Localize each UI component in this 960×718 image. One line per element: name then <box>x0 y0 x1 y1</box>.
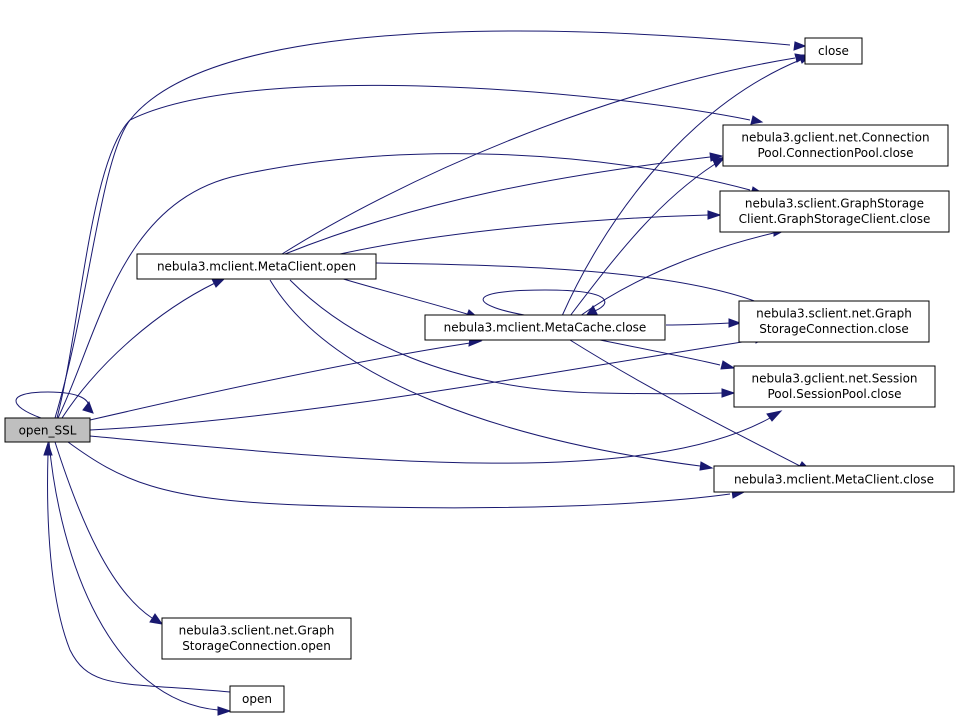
edge-open-ssl-to-gsconn-open <box>54 441 153 619</box>
node-label: nebula3.mclient.MetaClient.open <box>157 260 356 274</box>
node-box <box>713 465 955 493</box>
node-open-ssl[interactable]: open_SSL <box>4 417 91 443</box>
arrowhead <box>43 441 53 456</box>
node-label: open <box>242 692 272 706</box>
node-box <box>722 124 949 167</box>
node-box <box>733 365 936 408</box>
edge-metaclient-open-to-close <box>281 57 796 255</box>
arrowhead <box>721 388 736 398</box>
node-label: close <box>818 44 849 58</box>
arrowhead <box>217 706 232 716</box>
node-label-line-2: StorageConnection.close <box>759 322 909 336</box>
node-metacache-close[interactable]: nebula3.mclient.MetaCache.close <box>424 314 666 341</box>
node-gclient-sessionpool-close[interactable]: nebula3.gclient.net.Session Pool.Session… <box>733 365 936 408</box>
edge-metacache-close-to-sessionpool-close <box>599 339 721 366</box>
node-metaclient-open[interactable]: nebula3.mclient.MetaClient.open <box>136 253 377 280</box>
node-label-line-2: Pool.SessionPool.close <box>768 387 902 401</box>
edge-open-ssl-to-gsclient-close <box>57 153 751 419</box>
edges <box>15 30 801 711</box>
node-label-line-1: nebula3.gclient.net.Session <box>751 372 917 386</box>
node-box <box>719 190 950 233</box>
node-label-line-1: nebula3.sclient.GraphStorage <box>745 197 924 211</box>
arrowhead <box>750 115 764 125</box>
edge-open-ssl-to-gsconn-close <box>89 339 756 431</box>
edge-metacache-close-to-gsconn-close <box>665 322 731 326</box>
node-close[interactable]: close <box>804 37 863 65</box>
edge-metaclient-open-to-gsclient-close <box>339 214 709 255</box>
edge-metacache-close-to-metaclient-close <box>569 339 801 467</box>
edge-metacache-close-to-connpool-close <box>569 163 716 317</box>
arrowhead <box>720 360 736 370</box>
node-box <box>229 685 285 713</box>
arrowhead <box>709 152 724 162</box>
edge-open-ssl-to-metacache-close <box>89 342 471 421</box>
edge-metaclient-open-to-metacache-close <box>339 277 468 315</box>
edge-metaclient-open-to-sessionpool-close <box>289 279 723 395</box>
arrowhead <box>712 156 727 168</box>
edge-metaclient-open-to-connpool-close <box>284 156 711 255</box>
arrowhead <box>766 410 783 422</box>
edge-open-ssl-self <box>15 391 90 419</box>
node-label-line-1: nebula3.gclient.net.Connection <box>741 131 929 145</box>
edge-open-to-open-ssl <box>47 453 231 693</box>
node-label-line-2: StorageConnection.open <box>182 639 331 653</box>
arrowhead <box>707 210 722 220</box>
edge-open-ssl-to-metaclient-open <box>61 282 216 419</box>
arrowhead <box>149 613 164 625</box>
node-metaclient-close[interactable]: nebula3.mclient.MetaClient.close <box>713 465 955 493</box>
node-label: nebula3.mclient.MetaCache.close <box>444 321 647 335</box>
nodes: open_SSL close nebula3.gclient.net.Conne… <box>4 37 955 713</box>
node-label: nebula3.mclient.MetaClient.close <box>734 473 934 487</box>
node-box <box>424 314 666 341</box>
edge-open-ssl-to-metaclient-close <box>67 441 731 509</box>
node-label-line-1: nebula3.sclient.net.Graph <box>179 624 335 638</box>
node-open[interactable]: open <box>229 685 285 713</box>
edge-metacache-close-to-close <box>561 59 801 317</box>
arrowhead <box>793 41 807 51</box>
node-sclient-graphstorageconnection-close[interactable]: nebula3.sclient.net.Graph StorageConnect… <box>738 300 930 343</box>
node-sclient-graphstorageconnection-open[interactable]: nebula3.sclient.net.Graph StorageConnect… <box>161 617 352 660</box>
edge-open-ssl-to-open <box>48 441 219 711</box>
edge-metaclient-open-to-gsconn-close <box>375 262 766 306</box>
node-label-line-1: nebula3.sclient.net.Graph <box>756 307 912 321</box>
node-box <box>4 417 91 443</box>
arrowheads <box>43 41 813 716</box>
edge-open-ssl-to-connpool-close <box>56 84 751 419</box>
arrowhead <box>728 318 742 328</box>
edge-metacache-close-self <box>482 289 606 317</box>
edge-open-ssl-to-close <box>54 30 791 419</box>
node-box <box>161 617 352 660</box>
node-sclient-graphstorageclient-close[interactable]: nebula3.sclient.GraphStorage Client.Grap… <box>719 190 950 233</box>
node-label: open_SSL <box>19 424 77 438</box>
edge-open-ssl-to-sessionpool-close <box>89 417 771 464</box>
arrowhead <box>699 461 714 471</box>
node-box <box>738 300 930 343</box>
edge-metacache-close-to-gsclient-close <box>579 231 779 317</box>
edge-metaclient-open-to-metaclient-close <box>269 279 701 467</box>
node-label-line-2: Pool.ConnectionPool.close <box>757 146 913 160</box>
node-box <box>136 253 377 280</box>
node-label-line-2: Client.GraphStorageClient.close <box>739 212 931 226</box>
node-gclient-connectionpool-close[interactable]: nebula3.gclient.net.Connection Pool.Conn… <box>722 124 949 167</box>
node-box <box>804 37 863 65</box>
arrowhead <box>82 400 94 414</box>
